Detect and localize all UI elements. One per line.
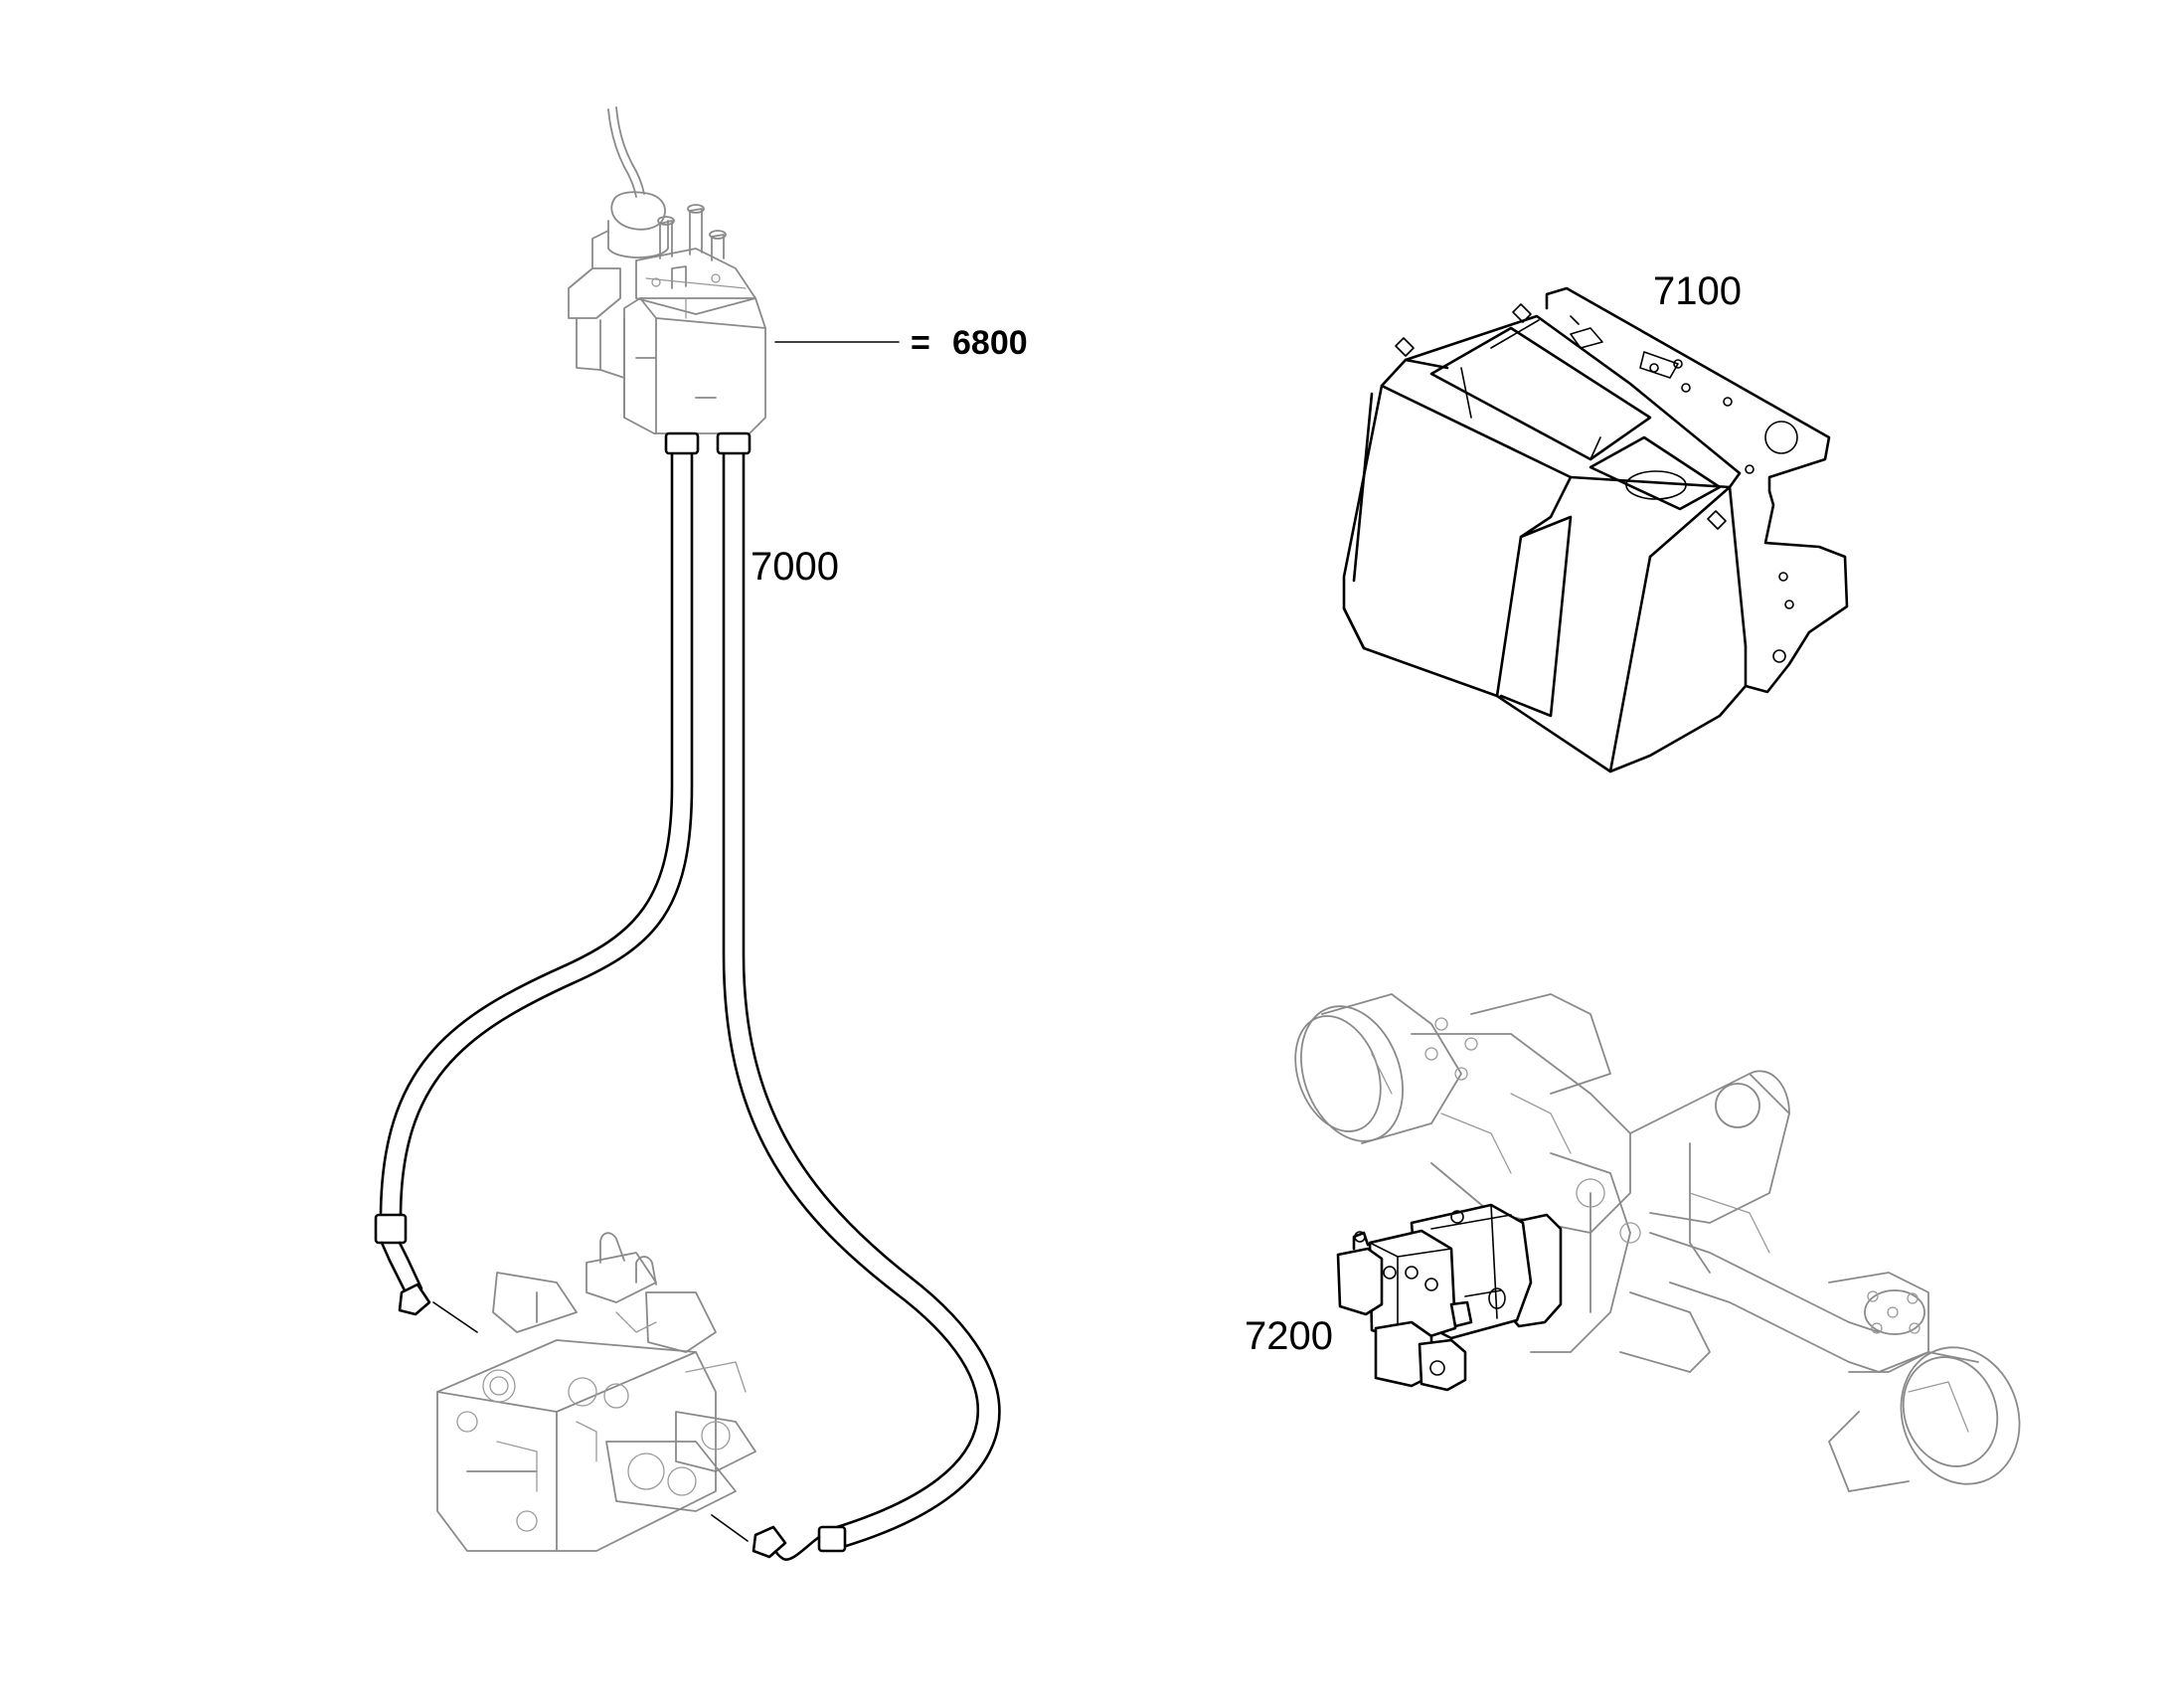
main-control-valve-block-icon	[436, 1232, 756, 1552]
callout-7200: 7200	[1245, 1314, 1333, 1358]
callout-6800-prefix: =	[911, 324, 930, 362]
hydraulic-hose-assembly-icon	[374, 431, 1001, 1561]
callout-7000: 7000	[751, 545, 839, 589]
cab-console-housing-icon	[1342, 286, 1849, 773]
callout-6800: 6800	[952, 324, 1028, 362]
callout-7100: 7100	[1653, 269, 1742, 313]
joystick-control-valve-icon	[568, 106, 766, 434]
drive-axle-icon	[1294, 993, 2021, 1492]
hydraulic-motor-icon	[1336, 1203, 1563, 1392]
